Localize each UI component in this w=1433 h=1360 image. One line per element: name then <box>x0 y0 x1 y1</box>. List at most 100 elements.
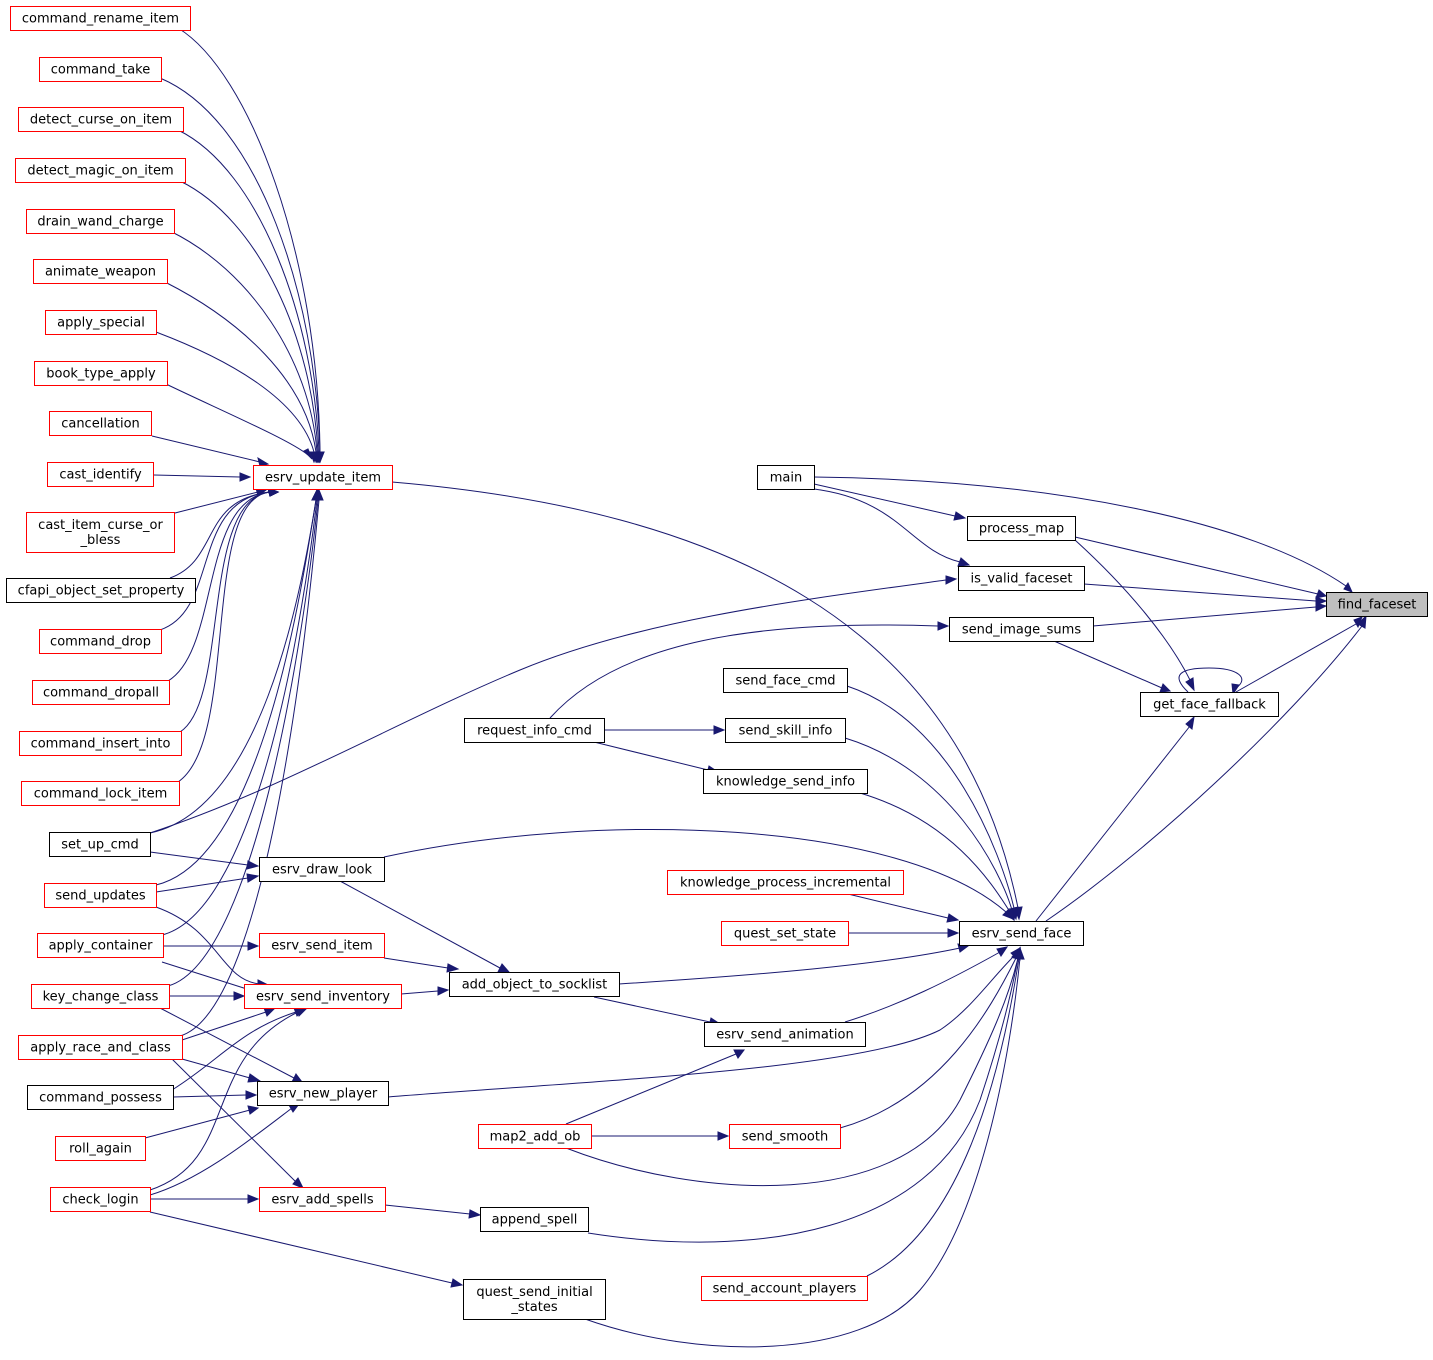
node-box[interactable] <box>701 1276 868 1301</box>
node-command-drop[interactable]: command_drop <box>39 629 162 654</box>
node-roll-again[interactable]: roll_again <box>55 1136 146 1161</box>
node-box[interactable] <box>464 718 605 743</box>
node-box[interactable] <box>253 465 393 490</box>
node-box[interactable] <box>958 566 1085 591</box>
node-box[interactable] <box>723 668 848 693</box>
node-box[interactable] <box>703 769 868 794</box>
node-box[interactable] <box>15 158 186 183</box>
node-esrv-add-spells[interactable]: esrv_add_spells <box>259 1187 386 1212</box>
node-box[interactable] <box>49 411 152 436</box>
node-cast-identify[interactable]: cast_identify <box>47 462 154 487</box>
node-box[interactable] <box>729 1124 841 1149</box>
node-box[interactable] <box>463 1279 606 1320</box>
node-box[interactable] <box>39 629 162 654</box>
node-book-type-apply[interactable]: book_type_apply <box>34 361 168 386</box>
node-box[interactable] <box>6 578 196 603</box>
node-box[interactable] <box>27 1085 174 1110</box>
node-box[interactable] <box>37 933 164 958</box>
node-cancellation[interactable]: cancellation <box>49 411 152 436</box>
node-box[interactable] <box>10 6 191 31</box>
node-cfapi-object-set-property[interactable]: cfapi_object_set_property <box>6 578 196 603</box>
node-set-up-cmd[interactable]: set_up_cmd <box>49 832 151 857</box>
node-command-possess[interactable]: command_possess <box>27 1085 174 1110</box>
node-command-rename-item[interactable]: command_rename_item <box>10 6 191 31</box>
node-box[interactable] <box>1140 692 1279 717</box>
node-box[interactable] <box>44 883 157 908</box>
node-esrv-send-face[interactable]: esrv_send_face <box>959 921 1084 946</box>
node-box[interactable] <box>259 1187 386 1212</box>
node-request-info-cmd[interactable]: request_info_cmd <box>464 718 605 743</box>
node-box[interactable] <box>19 731 182 756</box>
node-box[interactable] <box>257 1081 389 1106</box>
node-box[interactable] <box>449 972 620 997</box>
node-box[interactable] <box>959 921 1084 946</box>
node-knowledge-process-incremental[interactable]: knowledge_process_incremental <box>667 870 904 895</box>
node-map2-add-ob[interactable]: map2_add_ob <box>478 1124 592 1149</box>
node-append-spell[interactable]: append_spell <box>480 1207 589 1232</box>
node-box[interactable] <box>259 933 385 958</box>
node-esrv-update-item[interactable]: esrv_update_item <box>253 465 393 490</box>
node-command-dropall[interactable]: command_dropall <box>32 680 170 705</box>
node-box[interactable] <box>757 465 815 490</box>
node-cast-item-curse-or-bless[interactable]: cast_item_curse_or_bless <box>26 512 175 553</box>
node-process-map[interactable]: process_map <box>967 516 1076 541</box>
node-box[interactable] <box>1326 592 1428 617</box>
node-box[interactable] <box>18 1035 183 1060</box>
node-box[interactable] <box>259 857 385 882</box>
node-animate-weapon[interactable]: animate_weapon <box>33 259 168 284</box>
node-find-faceset[interactable]: find_faceset <box>1326 592 1428 617</box>
node-box[interactable] <box>704 1022 866 1047</box>
node-box[interactable] <box>480 1207 589 1232</box>
node-box[interactable] <box>949 617 1094 642</box>
node-box[interactable] <box>31 984 170 1009</box>
node-knowledge-send-info[interactable]: knowledge_send_info <box>703 769 868 794</box>
node-detect-curse-on-item[interactable]: detect_curse_on_item <box>18 107 184 132</box>
node-esrv-send-animation[interactable]: esrv_send_animation <box>704 1022 866 1047</box>
node-command-insert-into[interactable]: command_insert_into <box>19 731 182 756</box>
node-box[interactable] <box>21 781 180 806</box>
node-send-face-cmd[interactable]: send_face_cmd <box>723 668 848 693</box>
node-add-object-to-socklist[interactable]: add_object_to_socklist <box>449 972 620 997</box>
node-key-change-class[interactable]: key_change_class <box>31 984 170 1009</box>
node-box[interactable] <box>478 1124 592 1149</box>
node-quest-set-state[interactable]: quest_set_state <box>721 921 849 946</box>
node-esrv-send-item[interactable]: esrv_send_item <box>259 933 385 958</box>
node-main[interactable]: main <box>757 465 815 490</box>
node-quest-send-initial-states[interactable]: quest_send_initial_states <box>463 1279 606 1320</box>
node-box[interactable] <box>50 1187 151 1212</box>
node-esrv-send-inventory[interactable]: esrv_send_inventory <box>244 984 402 1009</box>
node-box[interactable] <box>33 259 168 284</box>
node-drain-wand-charge[interactable]: drain_wand_charge <box>26 209 175 234</box>
node-box[interactable] <box>967 516 1076 541</box>
node-send-skill-info[interactable]: send_skill_info <box>725 718 846 743</box>
node-send-account-players[interactable]: send_account_players <box>701 1276 868 1301</box>
node-box[interactable] <box>32 680 170 705</box>
node-box[interactable] <box>34 361 168 386</box>
node-box[interactable] <box>55 1136 146 1161</box>
node-box[interactable] <box>47 462 154 487</box>
node-box[interactable] <box>667 870 904 895</box>
node-command-take[interactable]: command_take <box>39 57 162 82</box>
node-esrv-new-player[interactable]: esrv_new_player <box>257 1081 389 1106</box>
node-box[interactable] <box>26 512 175 553</box>
node-send-updates[interactable]: send_updates <box>44 883 157 908</box>
node-esrv-draw-look[interactable]: esrv_draw_look <box>259 857 385 882</box>
node-box[interactable] <box>721 921 849 946</box>
node-apply-race-and-class[interactable]: apply_race_and_class <box>18 1035 183 1060</box>
node-send-image-sums[interactable]: send_image_sums <box>949 617 1094 642</box>
node-apply-container[interactable]: apply_container <box>37 933 164 958</box>
node-check-login[interactable]: check_login <box>50 1187 151 1212</box>
node-get-face-fallback[interactable]: get_face_fallback <box>1140 692 1279 717</box>
node-box[interactable] <box>39 57 162 82</box>
node-is-valid-faceset[interactable]: is_valid_faceset <box>958 566 1085 591</box>
node-box[interactable] <box>49 832 151 857</box>
node-apply-special[interactable]: apply_special <box>45 310 157 335</box>
node-box[interactable] <box>725 718 846 743</box>
node-send-smooth[interactable]: send_smooth <box>729 1124 841 1149</box>
node-box[interactable] <box>45 310 157 335</box>
node-box[interactable] <box>244 984 402 1009</box>
node-detect-magic-on-item[interactable]: detect_magic_on_item <box>15 158 186 183</box>
node-command-lock-item[interactable]: command_lock_item <box>21 781 180 806</box>
node-box[interactable] <box>18 107 184 132</box>
node-box[interactable] <box>26 209 175 234</box>
